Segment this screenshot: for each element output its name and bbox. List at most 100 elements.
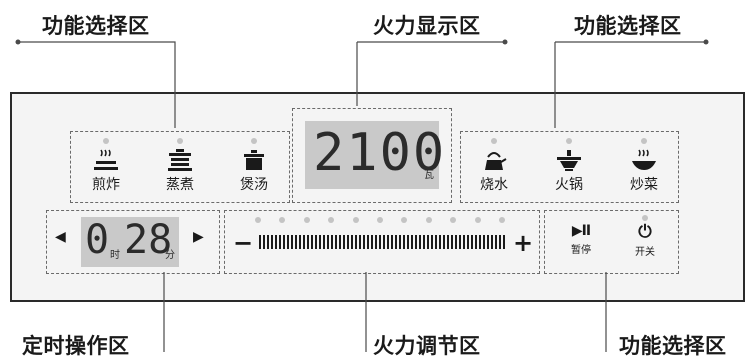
power-level-tick	[395, 235, 397, 249]
power-level-dot	[352, 217, 359, 223]
function-label: 蒸煮	[166, 177, 194, 193]
power-level-tick	[295, 235, 297, 249]
timer-minutes: 28	[124, 217, 173, 263]
power-level-tick	[387, 235, 389, 249]
steamer-pot-icon	[155, 148, 205, 172]
power-level-tick	[327, 235, 329, 249]
power-level-tick	[279, 235, 281, 249]
power-level-tick	[487, 235, 489, 249]
leader-line	[18, 41, 176, 128]
power-level-tick	[479, 235, 481, 249]
function-steam[interactable]: 蒸煮	[155, 138, 205, 194]
function-fry[interactable]: 煎炸	[81, 138, 131, 194]
power-level-tick	[491, 235, 493, 249]
power-level-dot	[474, 217, 481, 223]
leader-dot	[703, 39, 709, 45]
power-switch-label: 开关	[635, 247, 655, 258]
power-level-tick	[399, 235, 401, 249]
power-level-tick	[403, 235, 405, 249]
power-level-tick	[371, 235, 373, 249]
left-function-group: 煎炸 蒸煮 煲汤	[70, 131, 290, 203]
controls-group: ▶II 暂停 ⏻ 开关	[544, 210, 679, 274]
power-level-dot	[425, 217, 432, 223]
power-level-tick	[283, 235, 285, 249]
power-level-dot	[377, 217, 383, 223]
power-level-tick	[499, 235, 501, 249]
power-level-tick	[315, 235, 317, 249]
power-decrease-button[interactable]: −	[233, 229, 254, 257]
function-label: 火锅	[555, 177, 583, 193]
power-level-tick	[411, 235, 413, 249]
power-level-tick	[275, 235, 277, 249]
power-level-tick	[343, 235, 345, 249]
timer-display: 0 时 28 分	[81, 217, 179, 267]
power-level-tick	[431, 235, 433, 249]
leader-dot	[502, 39, 508, 45]
power-level-tick	[287, 235, 289, 249]
power-level-tick	[307, 235, 309, 249]
power-level-dots	[255, 217, 505, 225]
power-level-tick	[443, 235, 445, 249]
indicator-dot	[641, 138, 647, 144]
power-level-tick	[459, 235, 461, 249]
power-level-tick	[259, 235, 261, 249]
wok-icon	[619, 148, 669, 172]
power-level-tick	[323, 235, 325, 249]
timer-group: ◀ 0 时 28 分 ▶	[46, 210, 220, 274]
power-level-dot	[450, 217, 457, 223]
power-level-dot	[255, 217, 261, 223]
power-increase-button[interactable]: +	[513, 229, 534, 257]
callout-top-left: 功能选择区	[42, 14, 150, 38]
power-switch-button[interactable]: ⏻ 开关	[627, 223, 663, 258]
power-level-tick	[335, 235, 337, 249]
power-level-tick	[451, 235, 453, 249]
power-level-tick	[331, 235, 333, 249]
indicator-dot	[642, 215, 648, 221]
power-level-tick	[439, 235, 441, 249]
power-level-tick	[419, 235, 421, 249]
power-value: 2100	[313, 123, 447, 183]
power-level-tick	[291, 235, 293, 249]
power-level-tick	[467, 235, 469, 249]
power-level-tick	[475, 235, 477, 249]
function-soup[interactable]: 煲汤	[229, 138, 279, 194]
power-level-tick	[319, 235, 321, 249]
power-level-tick	[471, 235, 473, 249]
power-level-tick	[347, 235, 349, 249]
power-level-tick	[483, 235, 485, 249]
power-level-tick	[427, 235, 429, 249]
indicator-dot	[251, 138, 257, 144]
callout-top-right: 功能选择区	[574, 14, 682, 38]
play-pause-icon: ▶II	[571, 223, 591, 239]
power-level-tick	[359, 235, 361, 249]
power-icon: ⏻	[638, 222, 652, 242]
function-boil-water[interactable]: 烧水	[469, 138, 519, 194]
timer-decrease-button[interactable]: ◀	[55, 229, 66, 245]
function-stir-fry[interactable]: 炒菜	[619, 138, 669, 194]
power-level-dot	[499, 217, 505, 223]
timer-minute-unit: 分	[165, 250, 175, 261]
kettle-icon	[469, 148, 519, 172]
power-level-dot	[401, 217, 408, 223]
soup-pot-icon	[229, 148, 279, 172]
power-level-tick	[407, 235, 409, 249]
control-panel: 煎炸 蒸煮 煲汤 2100 瓦 烧水	[10, 92, 745, 302]
indicator-dot	[177, 138, 183, 144]
power-level-dot	[303, 217, 310, 223]
power-level-tick	[375, 235, 377, 249]
power-level-tick	[299, 235, 301, 249]
power-display-group: 2100 瓦	[292, 108, 452, 203]
power-display: 2100 瓦	[305, 121, 444, 189]
power-level-tick	[267, 235, 269, 249]
power-level-bar[interactable]	[259, 235, 505, 249]
callout-bottom-left: 定时操作区	[22, 334, 130, 358]
right-function-group: 烧水 火锅 炒菜	[460, 131, 679, 203]
function-label: 煲汤	[240, 177, 268, 193]
pause-button[interactable]: ▶II 暂停	[563, 223, 599, 256]
indicator-dot	[491, 138, 497, 144]
function-hot-pot[interactable]: 火锅	[544, 138, 594, 194]
power-unit: 瓦	[424, 170, 434, 181]
timer-hours: 0	[85, 217, 110, 263]
timer-increase-button[interactable]: ▶	[193, 229, 204, 245]
